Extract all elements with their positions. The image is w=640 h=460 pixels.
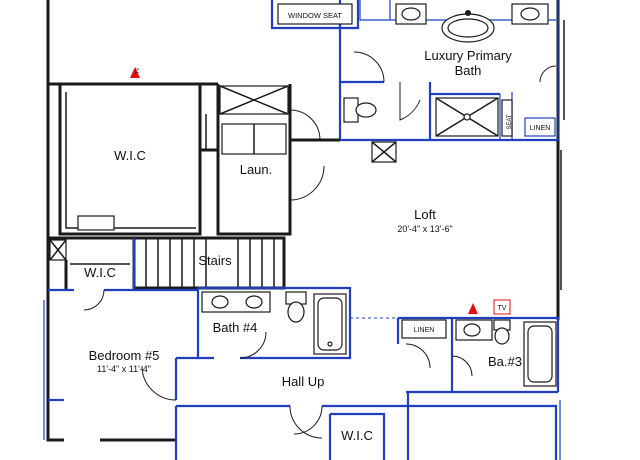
bedroom5-walls	[43, 288, 198, 440]
primary-bath-label-line2: Bath	[455, 63, 482, 78]
window-seat-label: WINDOW SEAT	[288, 11, 342, 20]
primary-vanity	[395, 3, 549, 25]
shower-seat	[501, 99, 513, 137]
primary-shower	[435, 97, 499, 137]
linen-right-label: LINEN	[414, 327, 435, 334]
loft-walls	[290, 138, 400, 319]
windows-right	[560, 20, 565, 290]
wic-bottom-label: W.I.C	[341, 428, 373, 443]
loft-label: Loft	[414, 207, 436, 222]
bath4-walls	[196, 286, 352, 360]
laundry-walls	[205, 84, 292, 236]
wic-small-label: W.I.C	[84, 265, 116, 280]
bath3-walls	[396, 316, 560, 394]
tv-label-right: TV	[498, 305, 507, 312]
stairs-label: Stairs	[198, 253, 232, 268]
seat-label: SEAT	[507, 114, 513, 130]
laundry-door	[289, 165, 325, 201]
hall-up-label: Hall Up	[282, 374, 325, 389]
bottom-right-room	[408, 400, 561, 460]
bedroom5-label: Bedroom #5	[89, 348, 160, 363]
loft-dims: 20'-4" x 13'-6"	[397, 224, 452, 234]
tv-marker-right-box	[493, 299, 511, 315]
tv-marker-right	[468, 303, 478, 314]
laundry-door-2	[289, 109, 321, 141]
wic-main-walls	[58, 84, 218, 236]
hall-up-walls	[174, 392, 410, 460]
wic-bottom-walls	[328, 412, 386, 460]
laundry-label: Laun.	[240, 162, 273, 177]
window-seat	[277, 3, 353, 25]
primary-toilet	[343, 97, 377, 123]
bedroom5-dims: 11'-4" x 11'-4"	[97, 364, 151, 374]
primary-bath-label-line1: Luxury Primary	[424, 48, 512, 63]
bath4-label: Bath #4	[213, 320, 258, 335]
tv-marker-top	[130, 67, 140, 78]
wic-main-label: W.I.C	[114, 148, 146, 163]
bath3-label: Ba.#3	[488, 354, 522, 369]
freestanding-tub	[441, 10, 495, 43]
primary-doors	[353, 51, 557, 121]
linen-top-label: LINEN	[530, 125, 551, 132]
tv-label-top: TV	[135, 67, 141, 74]
